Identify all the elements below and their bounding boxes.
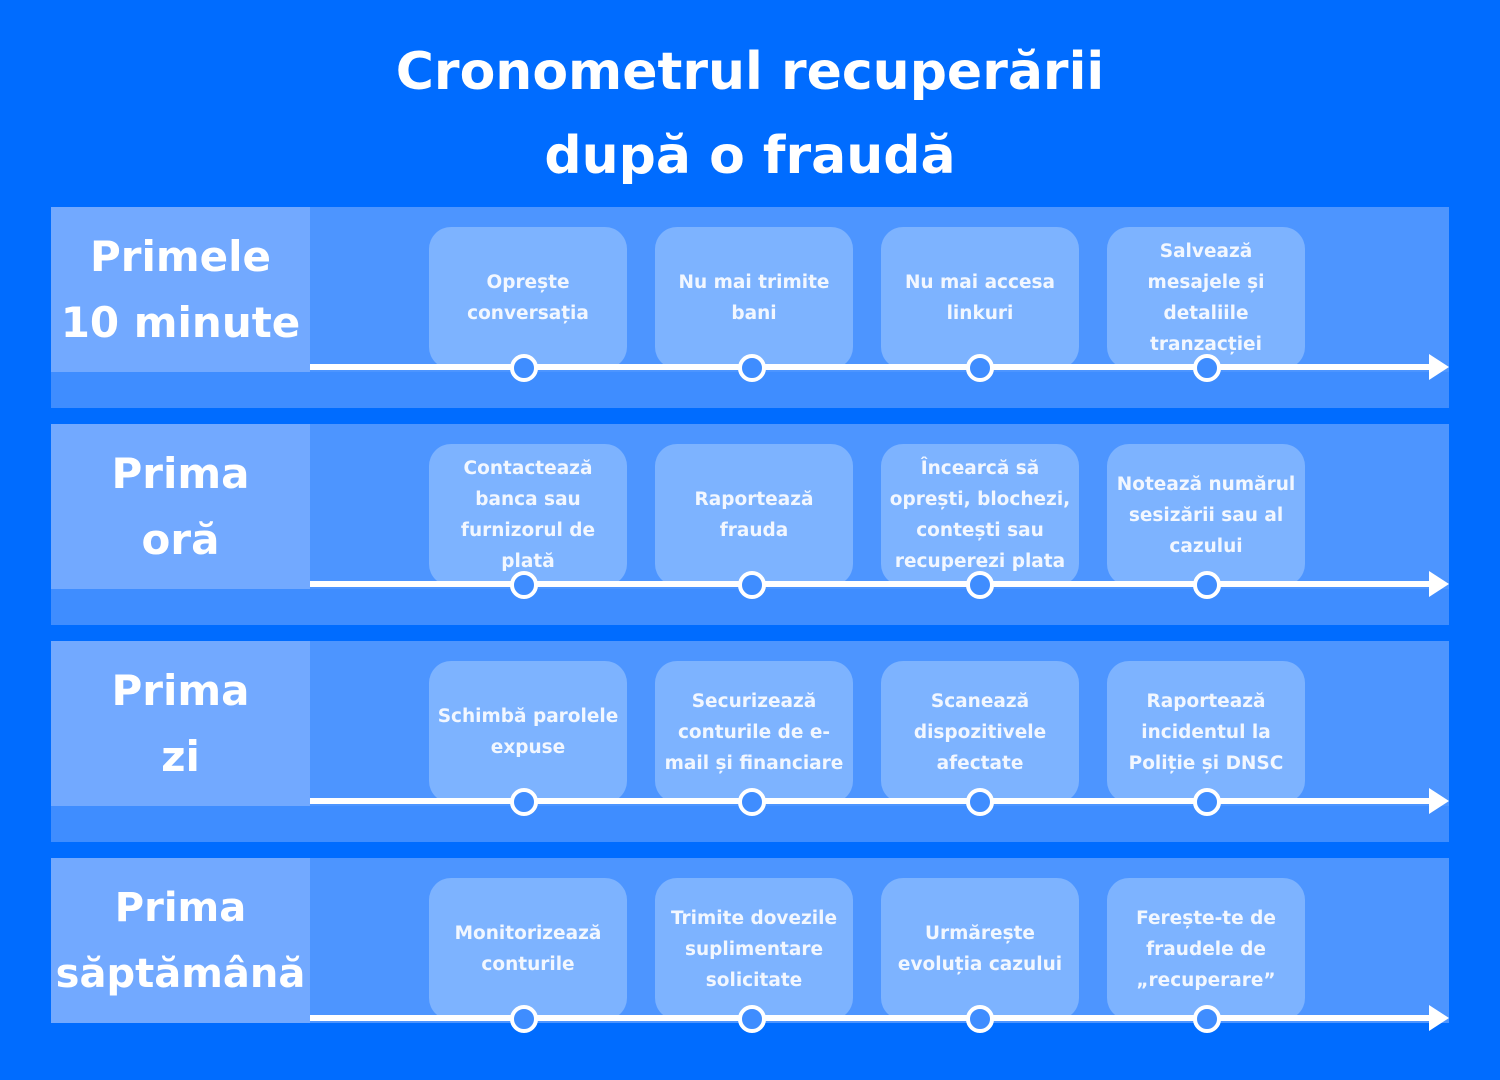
step-card: Nu mai accesa linkuri — [881, 227, 1079, 369]
step-card: Trimite dovezile suplimentare solicitate — [655, 878, 853, 1020]
timeline-line — [310, 581, 1430, 587]
timeline-arrow-icon — [1429, 1005, 1449, 1031]
timeline-dot — [1193, 354, 1221, 382]
timeline-dot — [1193, 788, 1221, 816]
timeline-line — [310, 798, 1430, 804]
timeline-arrow-icon — [1429, 571, 1449, 597]
step-card: Notează numărul sesizării sau al cazului — [1107, 444, 1305, 586]
timeline-dot — [510, 788, 538, 816]
row-label: Primele 10 minute — [51, 207, 310, 372]
row-label: Prima oră — [51, 424, 310, 589]
row-label-line-1: Prima — [114, 884, 247, 931]
step-card: Urmărește evoluția cazului — [881, 878, 1079, 1020]
step-card: Raportează frauda — [655, 444, 853, 586]
timeline-dot — [510, 1005, 538, 1033]
row-label-line-2: săptămână — [55, 950, 306, 997]
timeline-line — [310, 1015, 1430, 1021]
timeline-dot — [966, 1005, 994, 1033]
timeline-dot — [1193, 1005, 1221, 1033]
title-line-2: după o fraudă — [544, 126, 956, 186]
step-card: Nu mai trimite bani — [655, 227, 853, 369]
step-card: Salvează mesajele și detaliile tranzacți… — [1107, 227, 1305, 369]
page-title: Cronometrul recuperării după o fraudă — [0, 30, 1500, 198]
row-label-line-2: oră — [141, 514, 220, 564]
timeline-dot — [1193, 571, 1221, 599]
timeline-dot — [966, 354, 994, 382]
timeline-dot — [738, 354, 766, 382]
step-card: Raportează incidentul la Poliție și DNSC — [1107, 661, 1305, 803]
timeline-dot — [738, 1005, 766, 1033]
row-label-line-1: Prima — [111, 665, 250, 715]
row-label: Prima zi — [51, 641, 310, 806]
step-card: Încearcă să oprești, blochezi, contești … — [881, 444, 1079, 586]
step-card: Monitorizează conturile — [429, 878, 627, 1020]
timeline-row-first-week: Prima săptămână Monitorizează conturile … — [51, 858, 1449, 1033]
step-card: Scanează dispozitivele afectate — [881, 661, 1079, 803]
timeline-row-first-10-minutes: Primele 10 minute Oprește conversația Nu… — [51, 207, 1449, 408]
timeline-dot — [510, 571, 538, 599]
title-line-1: Cronometrul recuperării — [395, 42, 1105, 102]
timeline-dot — [510, 354, 538, 382]
step-card: Oprește conversația — [429, 227, 627, 369]
timeline-dot — [738, 788, 766, 816]
row-label-line-1: Prima — [111, 448, 250, 498]
row-label-line-1: Primele — [89, 231, 272, 281]
step-card: Securizează conturile de e-mail și finan… — [655, 661, 853, 803]
timeline-line — [310, 364, 1430, 370]
timeline-row-first-hour: Prima oră Contactează banca sau furnizor… — [51, 424, 1449, 625]
row-label-line-2: zi — [161, 731, 200, 781]
timeline-arrow-icon — [1429, 788, 1449, 814]
step-card: Contactează banca sau furnizorul de plat… — [429, 444, 627, 586]
timeline-arrow-icon — [1429, 354, 1449, 380]
timeline-dot — [738, 571, 766, 599]
row-label: Prima săptămână — [51, 858, 310, 1023]
row-label-line-2: 10 minute — [60, 297, 301, 347]
timeline-row-first-day: Prima zi Schimbă parolele expuse Securiz… — [51, 641, 1449, 842]
timeline-dot — [966, 788, 994, 816]
timeline-dot — [966, 571, 994, 599]
step-card: Schimbă parolele expuse — [429, 661, 627, 803]
step-card: Ferește-te de fraudele de „recuperare” — [1107, 878, 1305, 1020]
